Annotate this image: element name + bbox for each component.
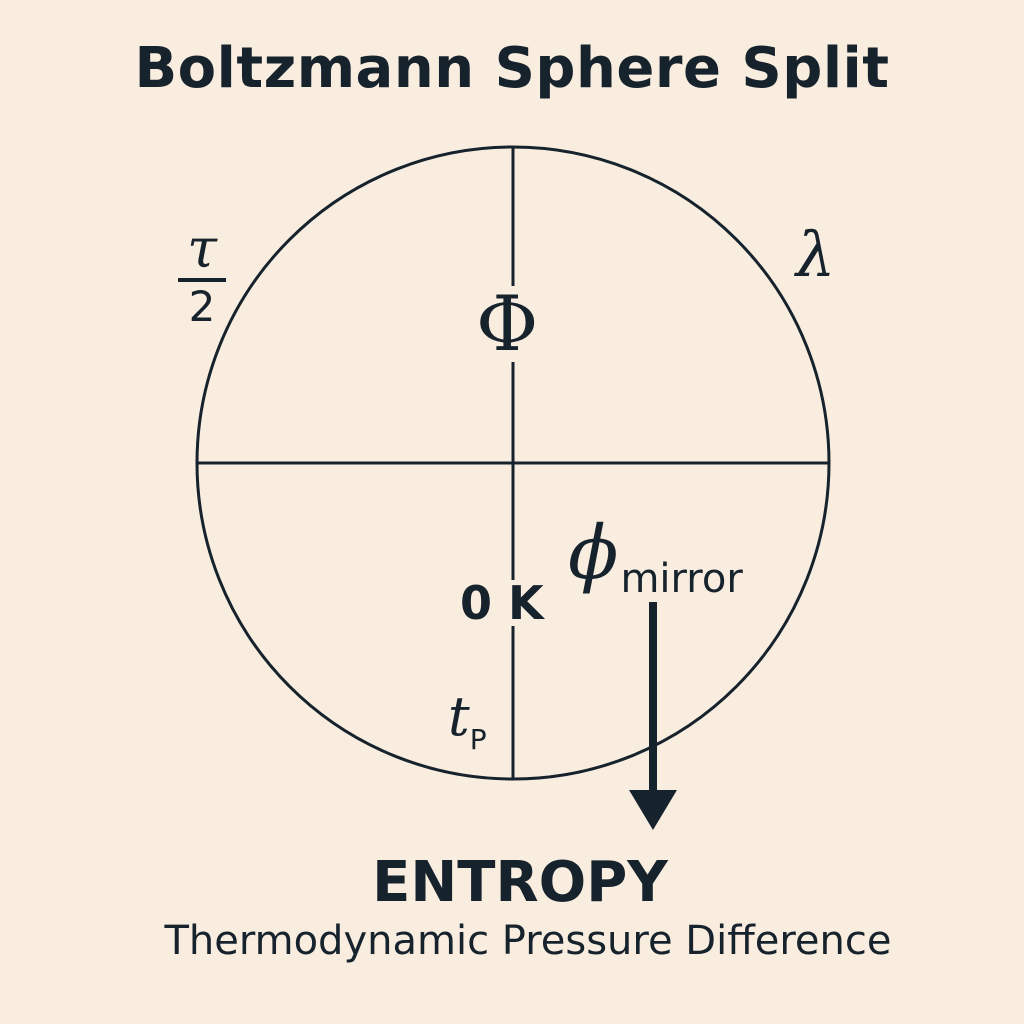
fraction-bar <box>178 278 226 282</box>
zero-kelvin-label: 0 K <box>460 576 544 630</box>
lambda-label: λ <box>796 218 836 291</box>
phi-mirror-label: ϕmirror <box>568 516 743 599</box>
tp-symbol: t <box>448 685 470 748</box>
diagram-title: Boltzmann Sphere Split <box>134 36 890 101</box>
tau-denominator: 2 <box>188 282 216 331</box>
caption-text: Thermodynamic Pressure Difference <box>164 918 892 964</box>
phi-mirror-symbol: ϕ <box>568 510 619 596</box>
tp-subscript: P <box>469 723 487 756</box>
tau-numerator: τ <box>187 217 217 280</box>
planck-time-label: tP <box>448 690 487 754</box>
phi-upper-label: Φ <box>474 279 541 368</box>
tau-half-label: τ 2 <box>172 222 232 328</box>
phi-mirror-subscript: mirror <box>620 556 743 602</box>
entropy-label: ENTROPY <box>372 850 668 915</box>
entropy-arrow-head <box>629 790 677 830</box>
